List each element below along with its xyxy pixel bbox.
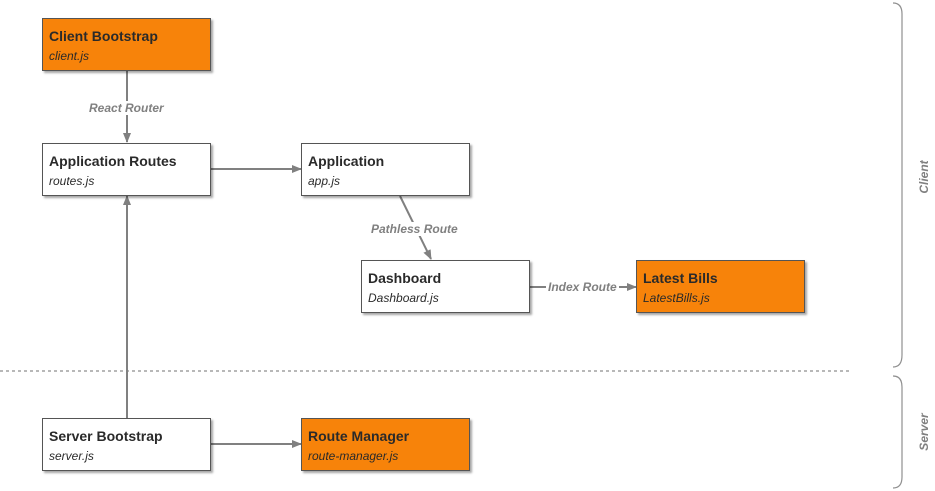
node-application-routes: Application Routes routes.js <box>42 143 211 196</box>
node-filename: server.js <box>49 449 94 463</box>
edge-label-react-router: React Router <box>87 101 166 115</box>
node-filename: LatestBills.js <box>643 291 710 305</box>
node-route-manager: Route Manager route-manager.js <box>301 418 470 471</box>
node-filename: routes.js <box>49 174 95 188</box>
client-region-brace <box>892 2 903 368</box>
edge-label-pathless-route: Pathless Route <box>369 222 460 236</box>
node-title: Dashboard <box>368 270 442 286</box>
node-title: Server Bootstrap <box>49 428 163 444</box>
node-application: Application app.js <box>301 143 470 196</box>
server-region-brace <box>892 375 903 489</box>
node-title: Application <box>308 153 385 169</box>
node-client-bootstrap: Client Bootstrap client.js <box>42 18 211 71</box>
node-title: Client Bootstrap <box>49 28 158 44</box>
node-filename: route-manager.js <box>308 449 399 463</box>
region-label-server: Server <box>917 413 931 451</box>
node-server-bootstrap: Server Bootstrap server.js <box>42 418 211 471</box>
edge-label-index-route: Index Route <box>546 280 619 294</box>
node-filename: client.js <box>49 49 90 63</box>
node-title: Latest Bills <box>643 270 718 286</box>
node-filename: app.js <box>308 174 341 188</box>
node-dashboard: Dashboard Dashboard.js <box>361 260 530 313</box>
region-label-client: Client <box>917 160 931 194</box>
node-filename: Dashboard.js <box>368 291 439 305</box>
node-title: Route Manager <box>308 428 410 444</box>
node-latest-bills: Latest Bills LatestBills.js <box>636 260 805 313</box>
node-title: Application Routes <box>49 153 177 169</box>
